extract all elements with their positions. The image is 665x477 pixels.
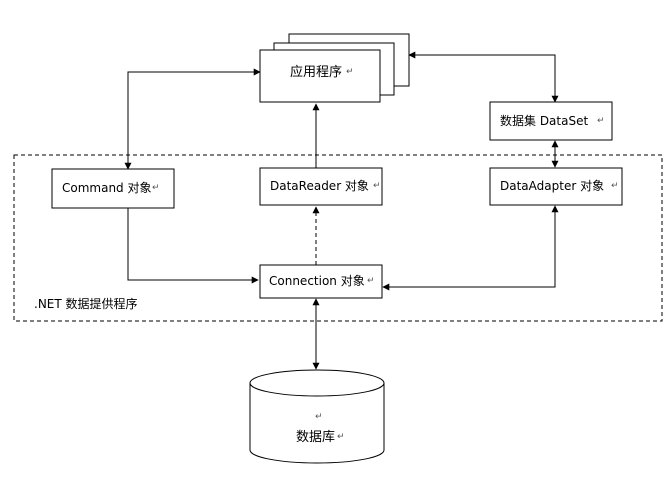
dataadapter-box <box>489 167 623 206</box>
connection-box <box>259 264 383 299</box>
connector-command-connection <box>127 208 259 284</box>
dataset-label: 数据集 DataSet <box>500 113 588 128</box>
connector-app-dataset <box>408 51 559 103</box>
provider-region-label: .NET 数据提供程序 <box>34 296 138 311</box>
connector-dataadapter-connection <box>382 205 559 291</box>
command-return-mark: ↵ <box>152 183 160 193</box>
database-label: 数据库 <box>296 429 335 445</box>
datareader-box <box>259 167 383 206</box>
database-return-mark-top: ↵ <box>315 412 323 422</box>
dataset-box <box>489 101 613 141</box>
connector-command-app <box>124 68 261 170</box>
dataset-return-mark: ↵ <box>597 116 605 126</box>
command-label: Command 对象 <box>62 181 152 195</box>
connection-label: Connection 对象 <box>269 274 365 288</box>
app-box <box>259 49 381 103</box>
dataadapter-return-mark: ↵ <box>611 181 619 191</box>
provider-region-border <box>13 154 663 322</box>
datareader-return-mark: ↵ <box>373 181 381 191</box>
database-return-mark: ↵ <box>337 432 345 442</box>
command-box <box>51 168 175 209</box>
datareader-label: DataReader 对象 <box>270 179 369 193</box>
app-return-mark: ↵ <box>346 67 354 77</box>
dataadapter-label: DataAdapter 对象 <box>500 179 604 193</box>
database-cylinder <box>249 369 385 464</box>
app-label: 应用程序 <box>290 64 342 80</box>
connection-return-mark: ↵ <box>367 276 375 286</box>
